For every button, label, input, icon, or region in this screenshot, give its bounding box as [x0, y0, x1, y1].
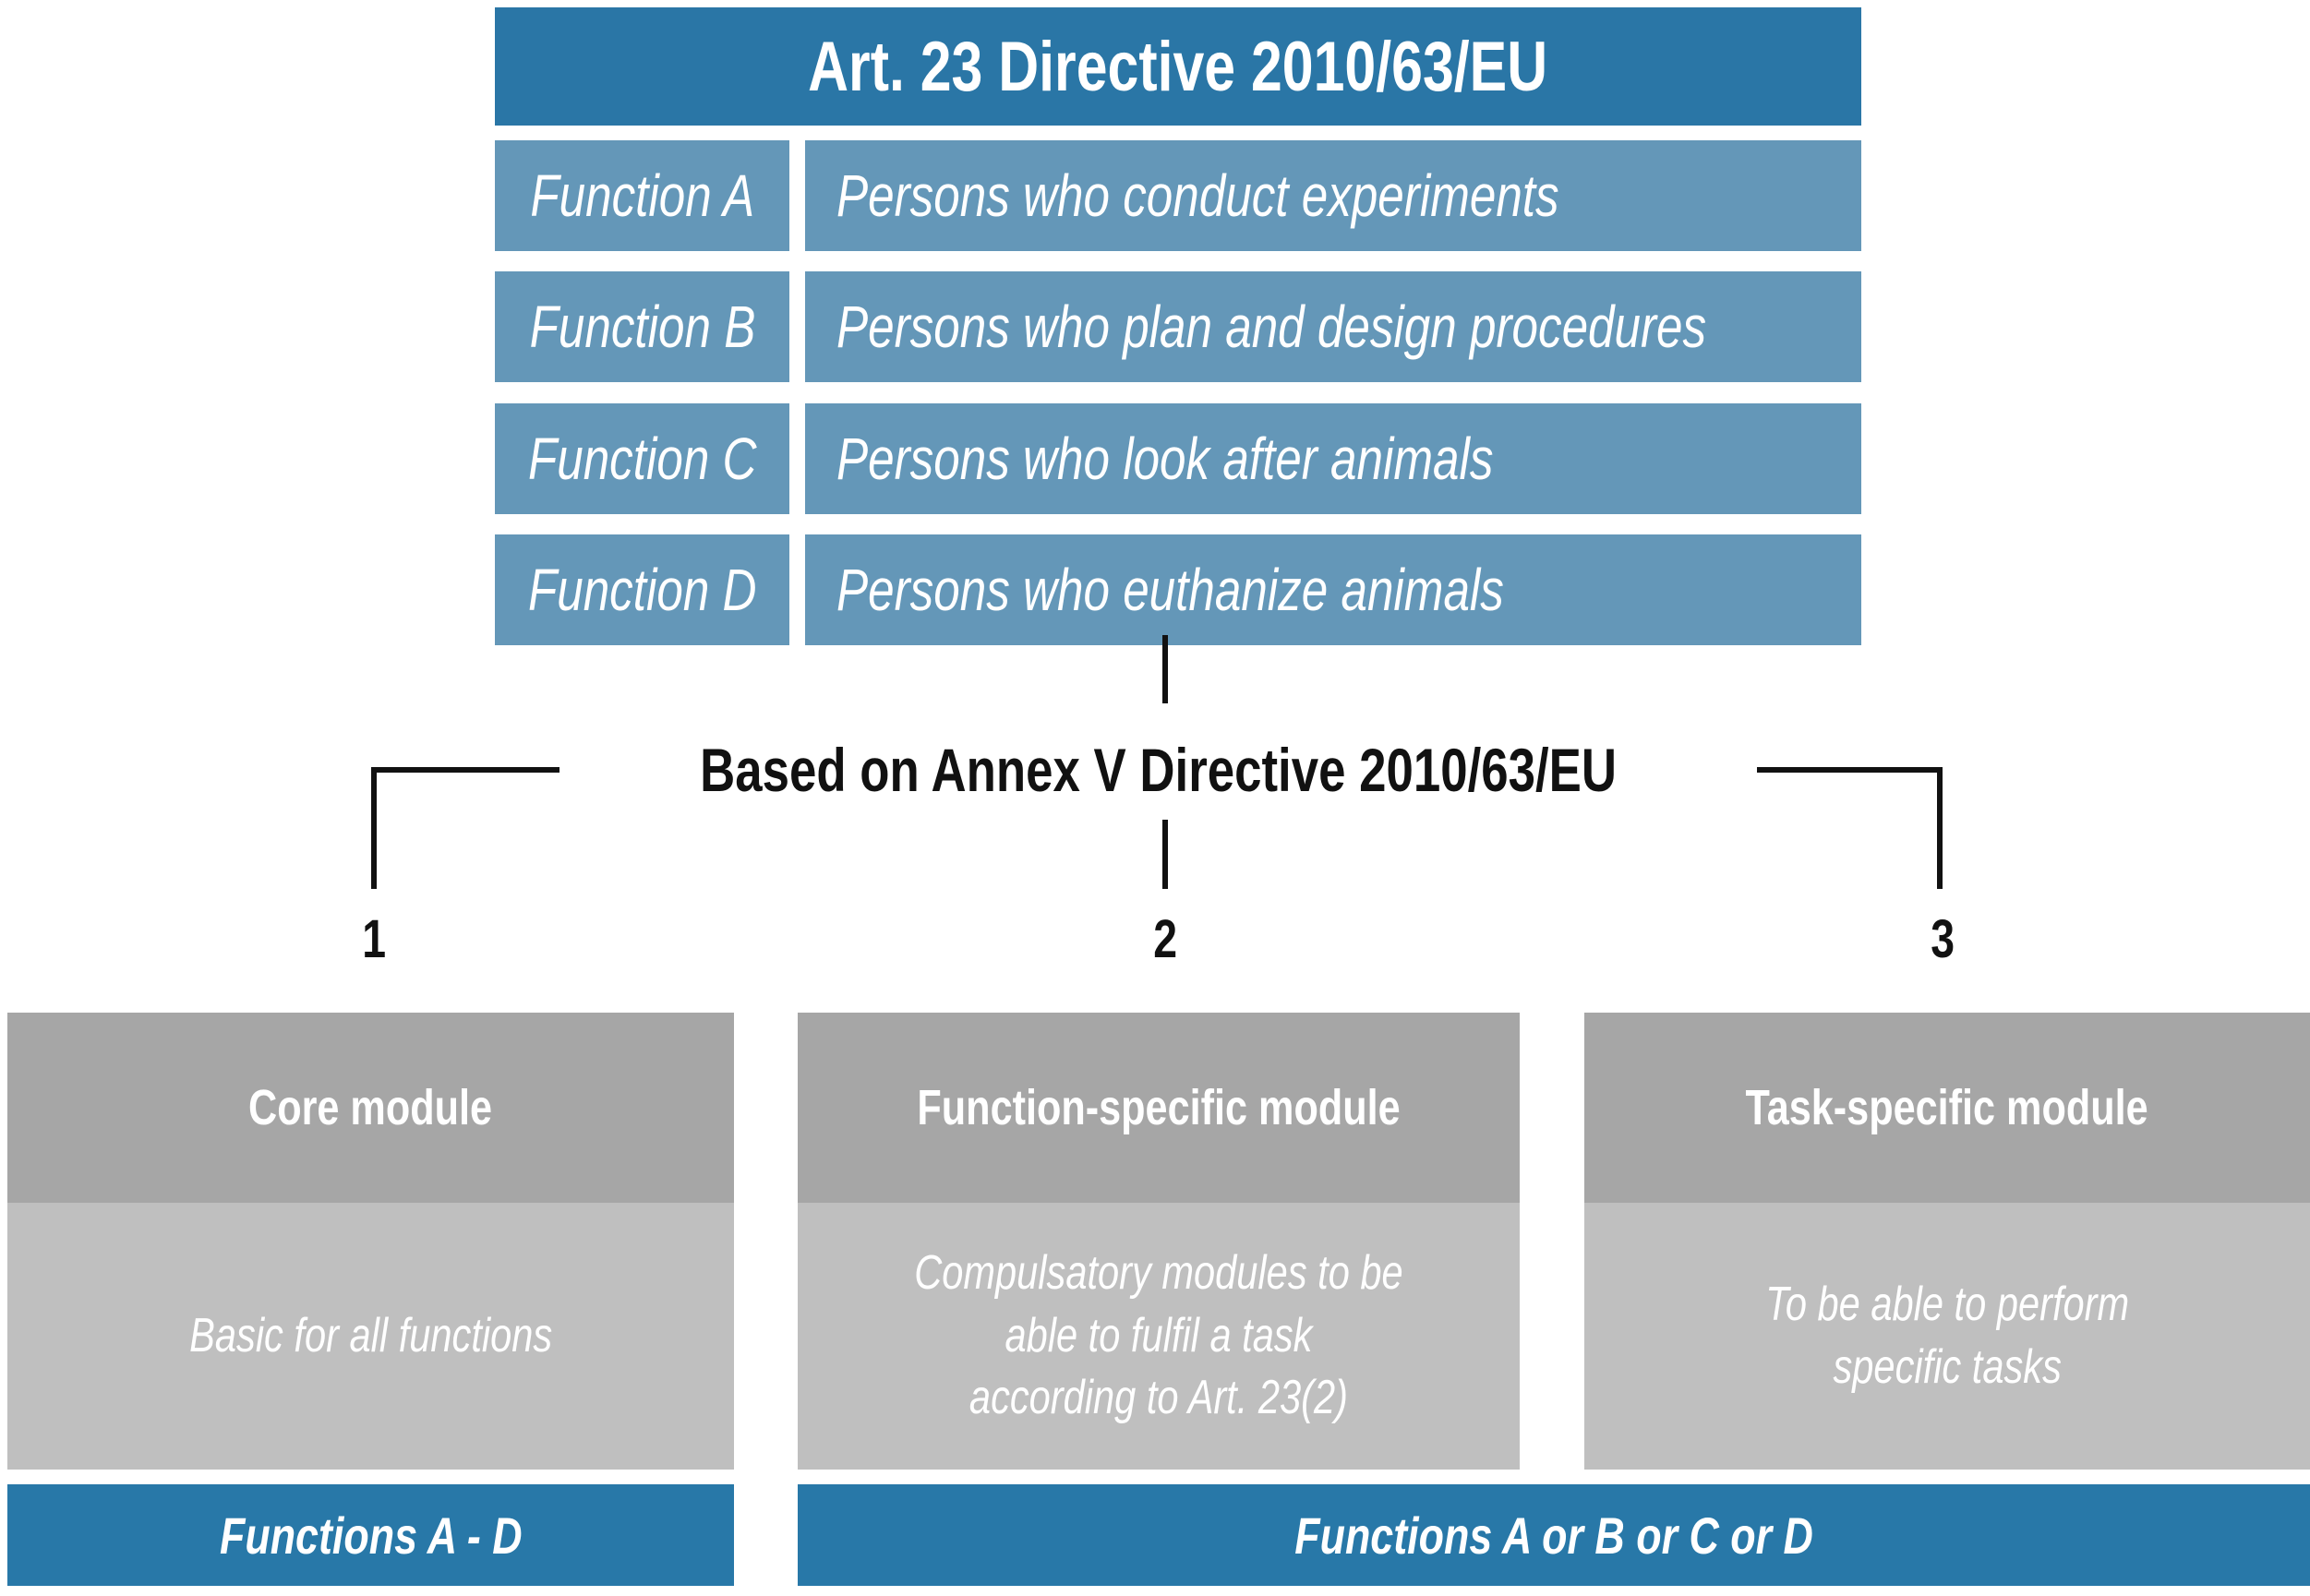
- module-task-specific-title: Task-specific module: [1745, 1080, 2149, 1135]
- connector-line-right-vertical: [1937, 767, 1943, 889]
- footer-shared-functions-label: Functions A or B or C or D: [1294, 1506, 1813, 1565]
- table-title: Art. 23 Directive 2010/63/EU: [808, 27, 1548, 106]
- module-function-specific-title: Function-specific module: [917, 1080, 1401, 1135]
- function-label: Function A: [530, 162, 754, 229]
- description-label: Persons who euthanize animals: [836, 557, 1504, 623]
- description-cell-a: Persons who conduct experiments: [805, 140, 1861, 251]
- module-core-body-text: Basic for all functions: [188, 1308, 553, 1362]
- function-cell-a: Function A: [495, 140, 789, 251]
- footer-shared-functions: Functions A or B or C or D: [798, 1484, 2310, 1586]
- module-function-specific-title-bar: Function-specific module: [798, 1013, 1520, 1203]
- module-task-specific-title-bar: Task-specific module: [1584, 1013, 2310, 1203]
- branch-number-1: 1: [362, 908, 386, 969]
- function-label: Function C: [527, 426, 757, 492]
- table-title-bar: Art. 23 Directive 2010/63/EU: [495, 7, 1861, 126]
- function-cell-c: Function C: [495, 403, 789, 514]
- description-cell-d: Persons who euthanize animals: [805, 534, 1861, 645]
- function-label: Function B: [529, 294, 755, 360]
- module-task-specific-body: To be able to perform specific tasks: [1584, 1203, 2310, 1470]
- module-function-specific-body: Compulsatory modules to be able to fulfi…: [798, 1203, 1520, 1470]
- description-label: Persons who look after animals: [836, 426, 1494, 492]
- description-label: Persons who conduct experiments: [836, 162, 1559, 229]
- module-core-title: Core module: [248, 1080, 493, 1135]
- branch-number-3: 3: [1931, 908, 1955, 969]
- connector-line-right-horizontal: [1757, 767, 1943, 773]
- footer-core-functions: Functions A - D: [7, 1484, 734, 1586]
- connector-line-left-horizontal: [374, 767, 559, 773]
- footer-core-functions-label: Functions A - D: [219, 1506, 523, 1565]
- function-cell-b: Function B: [495, 271, 789, 382]
- module-function-specific-body-text: Compulsatory modules to be able to fulfi…: [914, 1246, 1403, 1425]
- description-cell-c: Persons who look after animals: [805, 403, 1861, 514]
- connector-line-top: [1162, 635, 1168, 703]
- function-label: Function D: [527, 557, 757, 623]
- connector-line-center-vertical: [1162, 820, 1168, 889]
- description-label: Persons who plan and design procedures: [836, 294, 1707, 360]
- description-cell-b: Persons who plan and design procedures: [805, 271, 1861, 382]
- connector-line-left-vertical: [371, 767, 377, 889]
- module-core-title-bar: Core module: [7, 1013, 734, 1203]
- connector-branch-bar: Based on Annex V Directive 2010/63/EU: [374, 736, 1943, 804]
- connector-label: Based on Annex V Directive 2010/63/EU: [700, 736, 1617, 804]
- branch-number-2: 2: [1153, 908, 1177, 969]
- function-cell-d: Function D: [495, 534, 789, 645]
- module-core-body: Basic for all functions: [7, 1203, 734, 1470]
- module-task-specific-body-text: To be able to perform specific tasks: [1765, 1277, 2129, 1394]
